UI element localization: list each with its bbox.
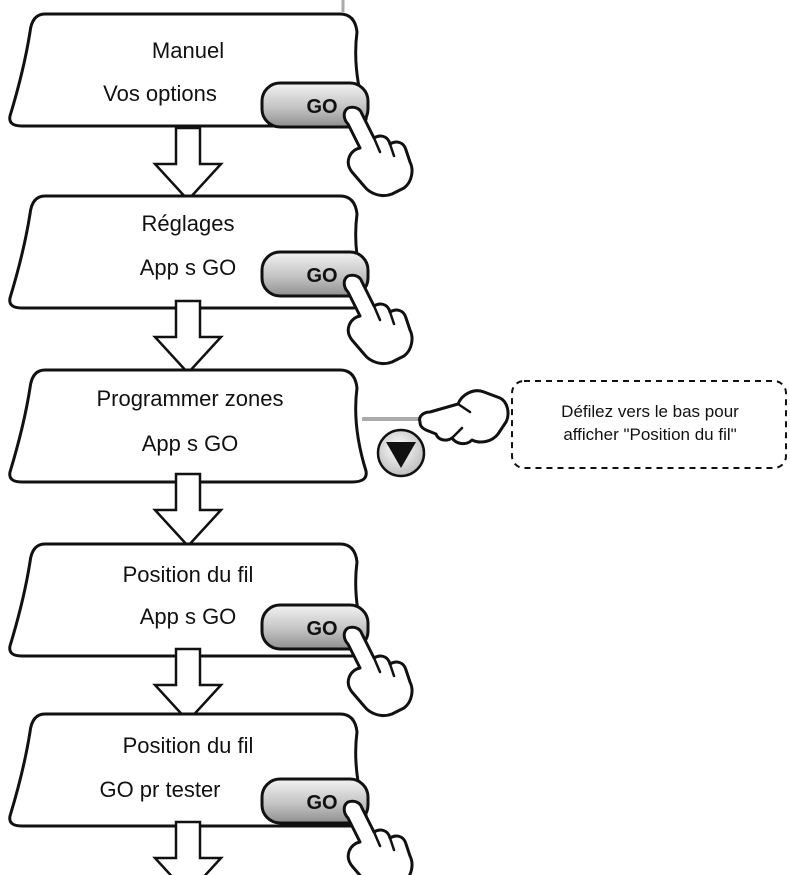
scroll-hint-callout: Défilez vers le bas pour afficher "Posit… — [511, 380, 787, 469]
step-subtitle: App s GO — [140, 255, 237, 280]
down-arrow-flow-icon — [153, 472, 223, 548]
go-button-label: GO — [306, 265, 337, 287]
step-1: Manuel Vos options GO — [8, 12, 414, 198]
go-button[interactable]: GO — [260, 603, 370, 651]
down-arrow-flow-icon — [153, 647, 223, 723]
go-button[interactable]: GO — [260, 81, 370, 129]
down-arrow-flow-icon — [153, 820, 223, 875]
step-3: Programmer zones App s GO — [8, 368, 368, 484]
step-4: Position du fil App s GO GO — [8, 542, 414, 718]
go-button-label: GO — [306, 792, 337, 814]
step-subtitle: App s GO — [140, 604, 237, 629]
step-5: Position du fil GO pr tester GO — [8, 712, 414, 875]
go-button-label: GO — [306, 96, 337, 118]
step-title: Position du fil — [123, 562, 254, 587]
step-2: Réglages App s GO GO — [8, 194, 414, 366]
down-arrow-flow-icon — [153, 299, 223, 375]
pointing-hand-icon — [342, 273, 414, 366]
go-button[interactable]: GO — [260, 250, 370, 298]
pointing-hand-icon — [342, 105, 414, 198]
step-title: Programmer zones — [96, 386, 283, 411]
step-title: Manuel — [152, 38, 224, 63]
go-button-label: GO — [306, 618, 337, 640]
pointing-hand-icon — [418, 389, 510, 446]
callout-line-1: Défilez vers le bas pour — [561, 402, 739, 421]
callout-line-2: afficher "Position du fil" — [563, 425, 736, 444]
go-button[interactable]: GO — [260, 777, 370, 825]
step-subtitle: GO pr tester — [99, 777, 220, 802]
pointing-hand-icon — [342, 799, 414, 875]
scroll-down-triangle-icon — [386, 442, 416, 468]
step-title: Position du fil — [123, 733, 254, 758]
step-subtitle: App s GO — [142, 431, 239, 456]
step-title: Réglages — [142, 211, 235, 236]
scroll-down-button[interactable] — [376, 428, 426, 478]
down-arrow-flow-icon — [153, 126, 223, 202]
pointing-hand-icon — [342, 625, 414, 718]
step-subtitle: Vos options — [103, 81, 217, 106]
